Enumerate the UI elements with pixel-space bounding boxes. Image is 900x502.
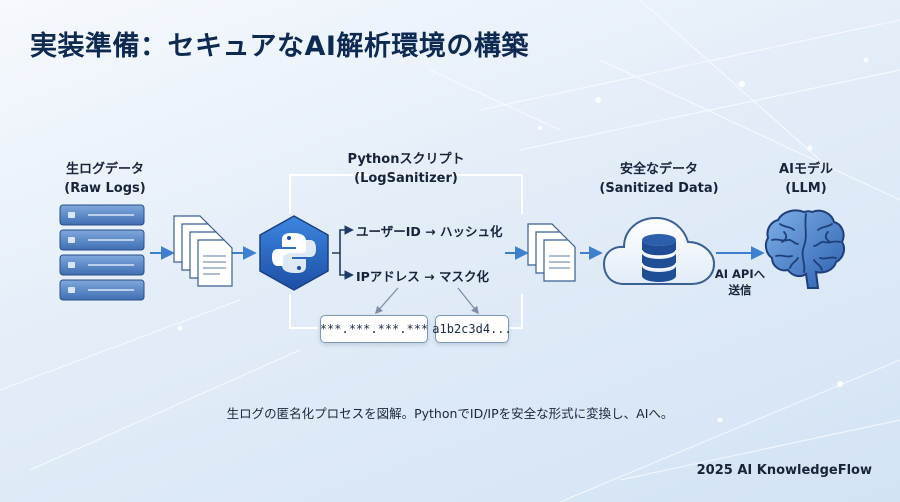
- server-rack-icon: [59, 204, 145, 301]
- api-send-label: AI APIへ 送信: [712, 266, 768, 298]
- brain-icon: [764, 209, 845, 289]
- diagram-caption: 生ログの匿名化プロセスを図解。PythonでID/IPを安全な形式に変換し、AI…: [226, 406, 674, 421]
- api-send-label-line1: AI APIへ: [714, 267, 766, 281]
- api-send-label-line2: 送信: [728, 283, 752, 297]
- sanitized-documents-icon: [527, 223, 576, 282]
- arrow-to-hash: [457, 287, 479, 315]
- python-logo-icon: [259, 215, 329, 291]
- script-bracket-bottom-right: [506, 294, 523, 329]
- masked-ip-example: ***.***.***.***: [320, 315, 428, 343]
- arrow-to-masked-ip: [374, 287, 399, 315]
- ai-model-label-line2: (LLM): [785, 181, 827, 196]
- sanitized-label: 安全なデータ (Sanitized Data): [596, 160, 722, 198]
- ai-model-label-line1: AIモデル: [779, 162, 833, 177]
- documents-icon: [173, 215, 233, 287]
- raw-logs-label-line2: (Raw Logs): [64, 181, 146, 196]
- sanitized-label-line1: 安全なデータ: [619, 162, 698, 177]
- sanitized-label-line2: (Sanitized Data): [599, 181, 719, 196]
- script-label: Pythonスクリプト (LogSanitizer): [336, 150, 476, 188]
- script-label-line1: Pythonスクリプト: [347, 152, 465, 167]
- branch-user-id: [332, 225, 354, 254]
- hash-example: a1b2c3d4...: [432, 315, 512, 343]
- footer-credit: 2025 AI KnowledgeFlow: [696, 463, 872, 478]
- ai-model-label: AIモデル (LLM): [766, 160, 846, 198]
- script-label-line2: (LogSanitizer): [354, 171, 458, 186]
- page-title: 実装準備：セキュアなAI解析環境の構築: [30, 31, 529, 62]
- step-ip-mask: IPアドレス → マスク化: [356, 269, 489, 284]
- raw-logs-label: 生ログデータ (Raw Logs): [45, 160, 165, 198]
- step-user-id-hash: ユーザーID → ハッシュ化: [356, 224, 503, 239]
- script-bracket-top: [289, 174, 523, 214]
- script-bracket-bottom-left: [289, 294, 318, 329]
- raw-logs-label-line1: 生ログデータ: [65, 162, 144, 177]
- cloud-database-icon: [602, 216, 716, 285]
- branch-ip: [339, 253, 354, 280]
